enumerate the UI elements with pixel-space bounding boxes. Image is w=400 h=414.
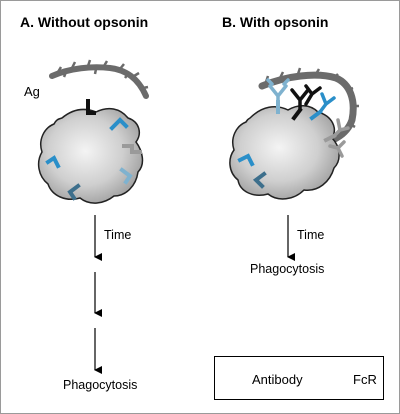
legend-fcr-label: FcR xyxy=(353,372,377,387)
legend-antibody-label: Antibody xyxy=(252,372,303,387)
phagocyte-cell-a xyxy=(37,107,144,204)
antigen-strand-a xyxy=(49,59,149,99)
panel-b-phagocytosis-label: Phagocytosis xyxy=(250,262,325,276)
panel-a-phagocytosis-label: Phagocytosis xyxy=(63,378,138,392)
legend-box xyxy=(214,356,384,400)
panel-b-title: B. With opsonin xyxy=(222,14,329,30)
panel-b-time-label: Time xyxy=(297,228,325,242)
antigen-label: Ag xyxy=(24,84,40,99)
panel-a-title: A. Without opsonin xyxy=(20,14,149,30)
bound-antibodies-b xyxy=(266,78,350,158)
panel-a-time-label: Time xyxy=(104,228,132,242)
fc-receptors-a xyxy=(45,99,142,201)
phagocyte-cell-b xyxy=(229,105,340,200)
